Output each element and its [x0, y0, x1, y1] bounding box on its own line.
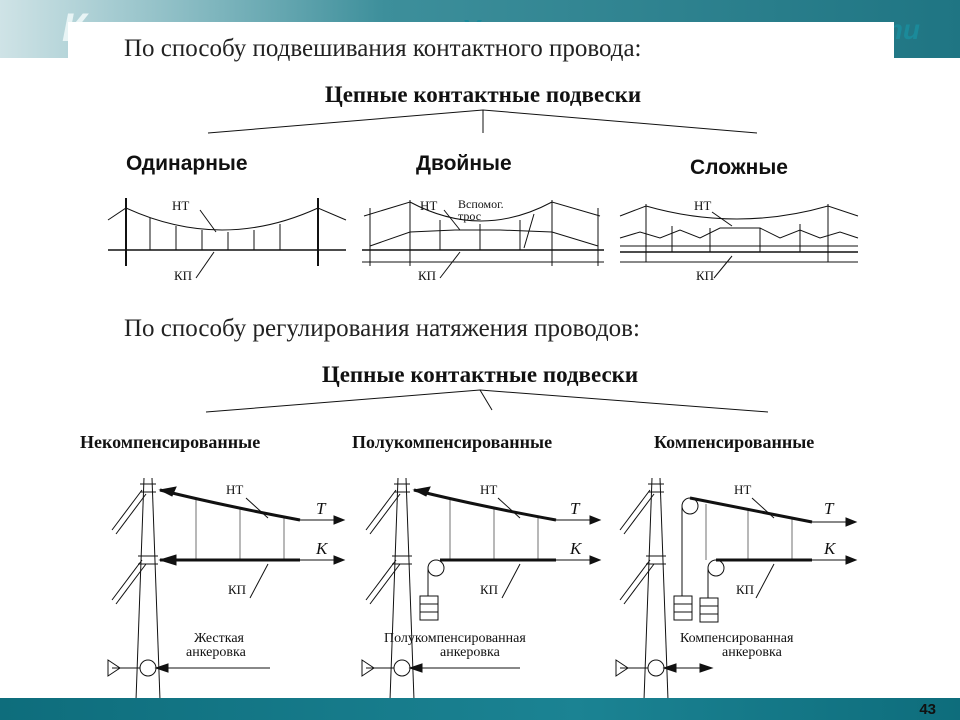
callout-aux-wire-2: трос — [458, 209, 481, 223]
section2-group-title: Цепные контактные подвески — [322, 362, 638, 387]
caption-comp-1: Компенсированная — [680, 631, 794, 646]
type-label-double: Двойные — [416, 152, 512, 175]
type-label-single: Одинарные — [126, 152, 248, 175]
double-suspension-drawing — [362, 200, 604, 279]
type-label-compensated: Компенсированные — [654, 432, 814, 452]
footer-bar — [0, 698, 960, 720]
arrow-label-k-uncomp: K — [315, 539, 329, 558]
single-suspension-drawing — [107, 198, 347, 279]
arrow-label-t-semi: T — [570, 499, 581, 518]
section2-heading: По способу регулирования натяжения прово… — [124, 315, 640, 342]
caption-semi-1: Полукомпенсированная — [384, 631, 526, 646]
caption-comp-2: анкеровка — [722, 645, 783, 660]
callout-kp-double: КП — [418, 268, 436, 283]
page-number: 43 — [919, 701, 936, 718]
arrow-label-t-comp: T — [824, 499, 835, 518]
section2-bracket — [205, 389, 769, 413]
section1-heading: По способу подвешивания контактного пров… — [124, 35, 642, 62]
semicompensated-drawing — [361, 477, 602, 701]
callout-kp-complex: КП — [696, 268, 714, 283]
callout-nt-complex: НТ — [694, 198, 711, 213]
callout-aux-wire: Вспомог. — [458, 197, 504, 211]
type-label-uncompensated: Некомпенсированные — [80, 432, 260, 452]
arrow-label-t-uncomp: T — [316, 499, 327, 518]
callout-nt-double: НТ — [420, 198, 437, 213]
caption-semi-2: анкеровка — [440, 645, 501, 660]
arrow-label-k-comp: K — [823, 539, 837, 558]
section1-group-title: Цепные контактные подвески — [325, 82, 641, 107]
section1-bracket — [207, 109, 758, 134]
callout-nt-semi: НТ — [480, 482, 497, 497]
uncompensated-drawing — [107, 477, 346, 701]
callout-kp-semi: КП — [480, 582, 498, 597]
type-label-semicompensated: Полукомпенсированные — [352, 432, 552, 452]
callout-kp-comp: КП — [736, 582, 754, 597]
callout-nt-uncomp: НТ — [226, 482, 243, 497]
complex-suspension-drawing — [619, 204, 859, 279]
heading-panel — [68, 22, 894, 62]
callout-nt-comp: НТ — [734, 482, 751, 497]
compensated-drawing — [615, 477, 858, 701]
caption-rigid-1: Жесткая — [194, 631, 245, 646]
type-label-complex: Сложные — [690, 156, 788, 179]
callout-kp-single: КП — [174, 268, 192, 283]
caption-rigid-2: анкеровка — [186, 645, 247, 660]
arrow-label-k-semi: K — [569, 539, 583, 558]
callout-kp-uncomp: КП — [228, 582, 246, 597]
callout-nt-single: НТ — [172, 198, 189, 213]
